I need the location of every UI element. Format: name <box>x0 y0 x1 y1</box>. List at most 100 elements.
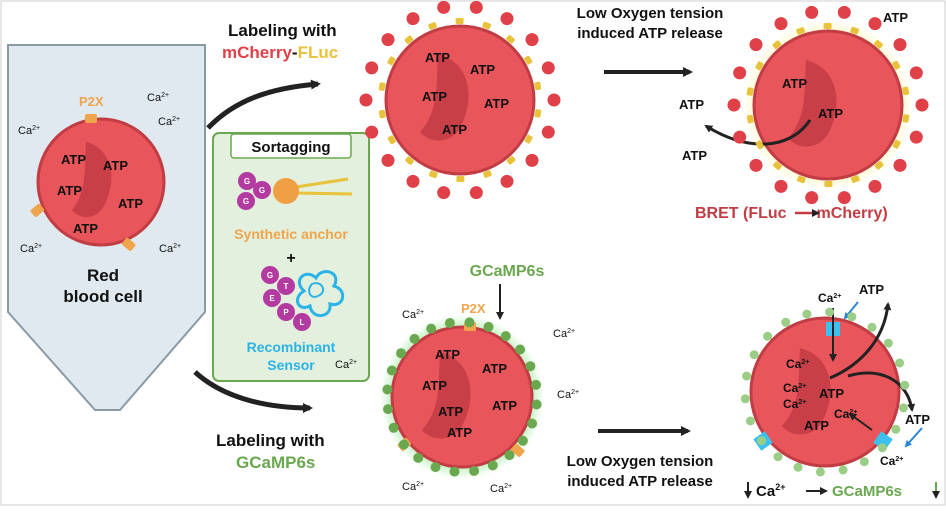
mcherry-tag <box>868 179 882 193</box>
gcamp-tag <box>895 358 905 368</box>
ca-label: Ca2+ <box>147 92 169 104</box>
gcamp-tag <box>891 424 901 434</box>
fluc-tag <box>746 114 754 124</box>
mcherry-tag <box>774 179 788 193</box>
mcherry-tag <box>541 61 555 75</box>
gcamp-tag <box>740 394 750 404</box>
mcherry-tag <box>365 125 379 139</box>
atp-label: ATP <box>422 378 447 393</box>
top-release-line2: induced ATP release <box>577 25 723 42</box>
gcamp-tag <box>409 333 420 344</box>
mcherry-tag <box>727 98 741 112</box>
rbc-label-line1: Red <box>87 266 119 285</box>
gcamp-tag <box>413 452 424 463</box>
bottom-release-line1: Low Oxygen tension <box>567 453 714 470</box>
fluc-tag <box>892 60 901 70</box>
mcherry-tag <box>406 174 420 188</box>
footer-readout: Ca2+ GCaMP6s <box>744 482 940 500</box>
mcherry-tag <box>437 0 451 14</box>
p2x-label: P2X <box>461 301 486 316</box>
fluc-tag <box>796 27 805 35</box>
mcherry-tag <box>437 186 451 200</box>
rbc-mcherry-fluc-labeled: ATP ATP ATP ATP ATP <box>384 24 536 176</box>
gcamp-tag <box>525 361 536 372</box>
gcamp-tag <box>793 462 803 472</box>
svg-text:G: G <box>259 186 265 195</box>
svg-text:E: E <box>269 294 275 303</box>
recombinant-sensor-glyph: G T E P L <box>261 266 345 331</box>
fluc-tag <box>404 35 414 44</box>
atp-label: ATP <box>804 418 829 433</box>
mcherry-tag <box>805 5 819 19</box>
mcherry-tag <box>837 5 851 19</box>
mcherry-tag <box>359 93 373 107</box>
fluc-tag <box>428 22 437 30</box>
ca-label: Ca2+ <box>18 125 40 137</box>
mcherry-tag <box>893 38 907 52</box>
fluc-tag <box>456 175 465 183</box>
gcamp-tag <box>825 307 835 317</box>
atp-label: ATP <box>442 122 467 137</box>
open-channel <box>873 431 893 451</box>
gcamp-tag <box>883 338 893 348</box>
atp-label: ATP <box>103 158 128 173</box>
gcamp-tag <box>898 403 908 413</box>
ca-outside-label: Ca2+ <box>880 454 903 468</box>
calcium-influx-arrow <box>848 412 873 431</box>
gcamp-tag <box>859 457 869 467</box>
sortagging-title: Sortagging <box>251 139 330 156</box>
fluc-tag <box>482 21 492 30</box>
fluc-tag <box>534 109 542 118</box>
top-release-line1: Low Oxygen tension <box>577 5 724 22</box>
gcamp-tag <box>430 462 441 473</box>
top-labeling-line1: Labeling with <box>228 21 337 40</box>
ca-label: Ca2+ <box>402 309 424 321</box>
bottom-calcium-labels: Ca2+ Ca2+ Ca2+ Ca2+ Ca2+ Ca2+ <box>335 309 579 495</box>
mcherry-tag <box>837 191 851 205</box>
atp-release-arrow <box>829 302 892 380</box>
rbc-bret-signal: ATP ATP <box>704 19 914 191</box>
atp-label: ATP <box>73 221 98 236</box>
atp-label: ATP <box>118 196 143 211</box>
fluc-tag <box>755 140 764 150</box>
fluc-tag <box>851 175 860 183</box>
gcamp-tag <box>483 321 494 332</box>
gcamp-tag <box>527 418 538 429</box>
ca-label: Ca2+ <box>490 483 512 495</box>
fluc-tag <box>387 56 396 66</box>
mcherry-tag <box>469 0 483 14</box>
extracellular-atp-label: ATP <box>682 148 707 163</box>
atp-label: ATP <box>818 106 843 121</box>
rbc-unlabeled: ATP ATP ATP ATP ATP <box>30 114 166 251</box>
ca-label: Ca2+ <box>20 243 42 255</box>
mcherry-tag <box>547 93 561 107</box>
atp-label: ATP <box>819 386 844 401</box>
p2x-channel <box>30 203 44 217</box>
svg-text:T: T <box>284 282 289 291</box>
extracellular-atp-label: ATP <box>883 10 908 25</box>
mcherry-tag <box>541 125 555 139</box>
ca-label: Ca2+ <box>402 481 424 493</box>
gcamp-tag <box>802 309 812 319</box>
gcamp-tag <box>838 465 848 475</box>
fluc-tag <box>902 114 910 123</box>
ca-label: Ca2+ <box>557 389 579 401</box>
atp-release-arrow <box>847 371 916 412</box>
ca-label: Ca2+ <box>335 359 357 371</box>
gcamp-tag <box>900 380 910 390</box>
fluc-tag <box>892 139 901 149</box>
mcherry-tag <box>749 158 763 172</box>
mcherry-tag <box>381 33 395 47</box>
svg-text:L: L <box>300 318 305 327</box>
fluc-tag <box>524 55 533 65</box>
gcamp-tag <box>815 467 825 477</box>
fluc-tag <box>428 170 438 179</box>
atp-label: ATP <box>61 152 86 167</box>
mcherry-tag <box>909 130 923 144</box>
svg-text:G: G <box>244 177 250 186</box>
mcherry-tag <box>893 158 907 172</box>
gcamp-tag <box>745 416 755 426</box>
fluc-tag <box>824 180 833 188</box>
gcamp-tag <box>449 466 460 477</box>
